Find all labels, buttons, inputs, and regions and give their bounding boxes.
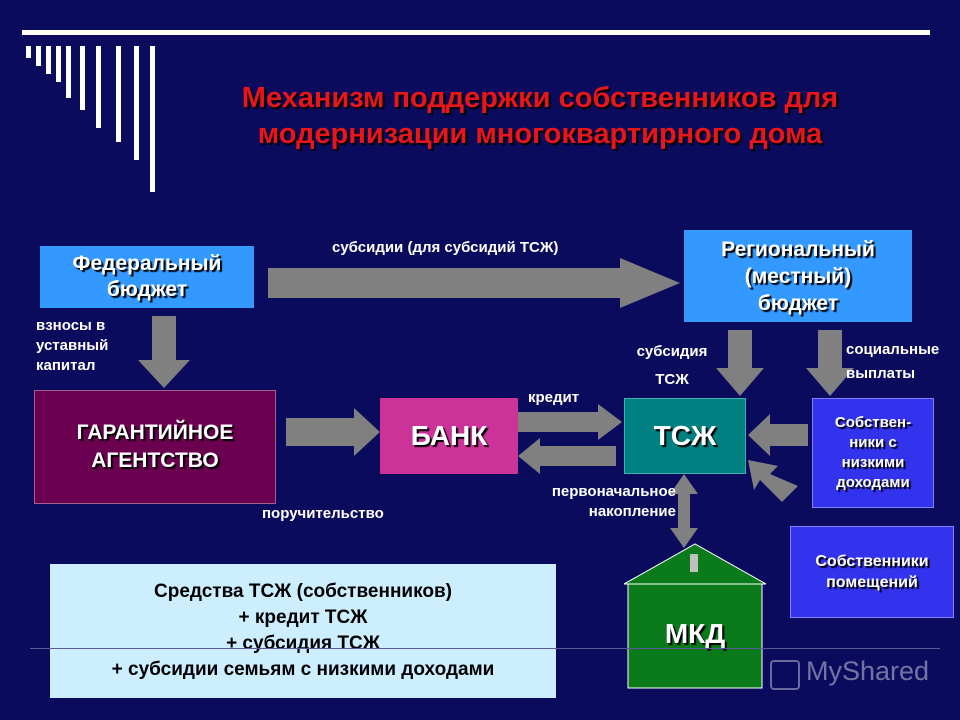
owners-line-2: помещений [826,574,918,591]
tszh-box: ТСЖ [624,398,746,474]
arrow-tszh-to-bank [518,438,616,474]
label-credit: кредит [528,389,580,406]
label-initial-savings: первоначальное накопление [551,483,676,520]
regional-line-2: (местный) [744,264,852,288]
arrow-agency-to-bank [286,408,380,456]
arrow-low-income-to-tszh [748,414,808,456]
watermark-text: MyShared [806,656,930,686]
watermark-logo-icon [770,660,800,690]
slide-title: Механизм поддержки собственников для мод… [120,80,960,152]
info-line-3: + субсидия ТСЖ [226,633,380,654]
label-subsidies: субсидии (для субсидий ТСЖ) [332,239,559,256]
guarantee-agency-box: ГАРАНТИЙНОЕ АГЕНТСТВО [34,390,276,504]
info-line-2: + кредит ТСЖ [238,607,368,628]
regional-line-1: Региональный [721,237,875,261]
info-line-4: + субсидии семьям с низкими доходами [111,659,495,680]
bank-box: БАНК [380,398,518,474]
label-social-payments: социальные выплаты [846,341,940,382]
arrow-owners-to-tszh [748,460,798,502]
owners-box: Собственники помещений [790,526,954,618]
regional-budget-box: Региональный (местный) бюджет [684,230,912,322]
regional-line-3: бюджет [757,291,839,315]
mkd-label: МКД [664,618,726,649]
arrow-regional-to-tszh [716,330,764,396]
mkd-house-icon [624,543,766,689]
arrow-federal-to-regional [268,258,680,308]
owners-line-1: Собственники [815,553,929,570]
federal-budget-box: Федеральный бюджет [40,246,254,308]
title-line-2: модернизации многоквартирного дома [257,118,823,150]
agency-line-1: ГАРАНТИЙНОЕ [76,421,234,444]
label-subsidy-tszh: субсидия ТСЖ [636,343,708,388]
funding-summary-box: Средства ТСЖ (собственников) + кредит ТС… [50,564,556,698]
arrow-regional-to-low-income [806,330,854,396]
federal-line-2: бюджет [106,278,188,301]
arrow-bank-to-tszh [518,404,622,440]
top-rule [22,30,930,35]
arrow-federal-to-agency [138,316,190,388]
label-contributions: взносы в уставный капитал [36,317,109,374]
tszh-label: ТСЖ [653,420,717,451]
low-income-line-1: Собствен- [834,414,912,431]
info-line-1: Средства ТСЖ (собственников) [154,581,452,602]
arrow-tszh-mkd [670,474,698,548]
low-income-line-3: низкими [841,454,905,471]
low-income-owners-box: Собствен- ники с низкими доходами [812,398,934,508]
agency-line-2: АГЕНТСТВО [91,449,219,472]
low-income-line-2: ники с [849,434,897,451]
title-line-1: Механизм поддержки собственников для [241,82,839,114]
low-income-line-4: доходами [836,474,910,491]
bottom-rule [30,648,940,649]
label-guarantee: поручительство [262,505,384,522]
bank-label: БАНК [410,420,488,451]
federal-line-1: Федеральный [72,252,222,275]
